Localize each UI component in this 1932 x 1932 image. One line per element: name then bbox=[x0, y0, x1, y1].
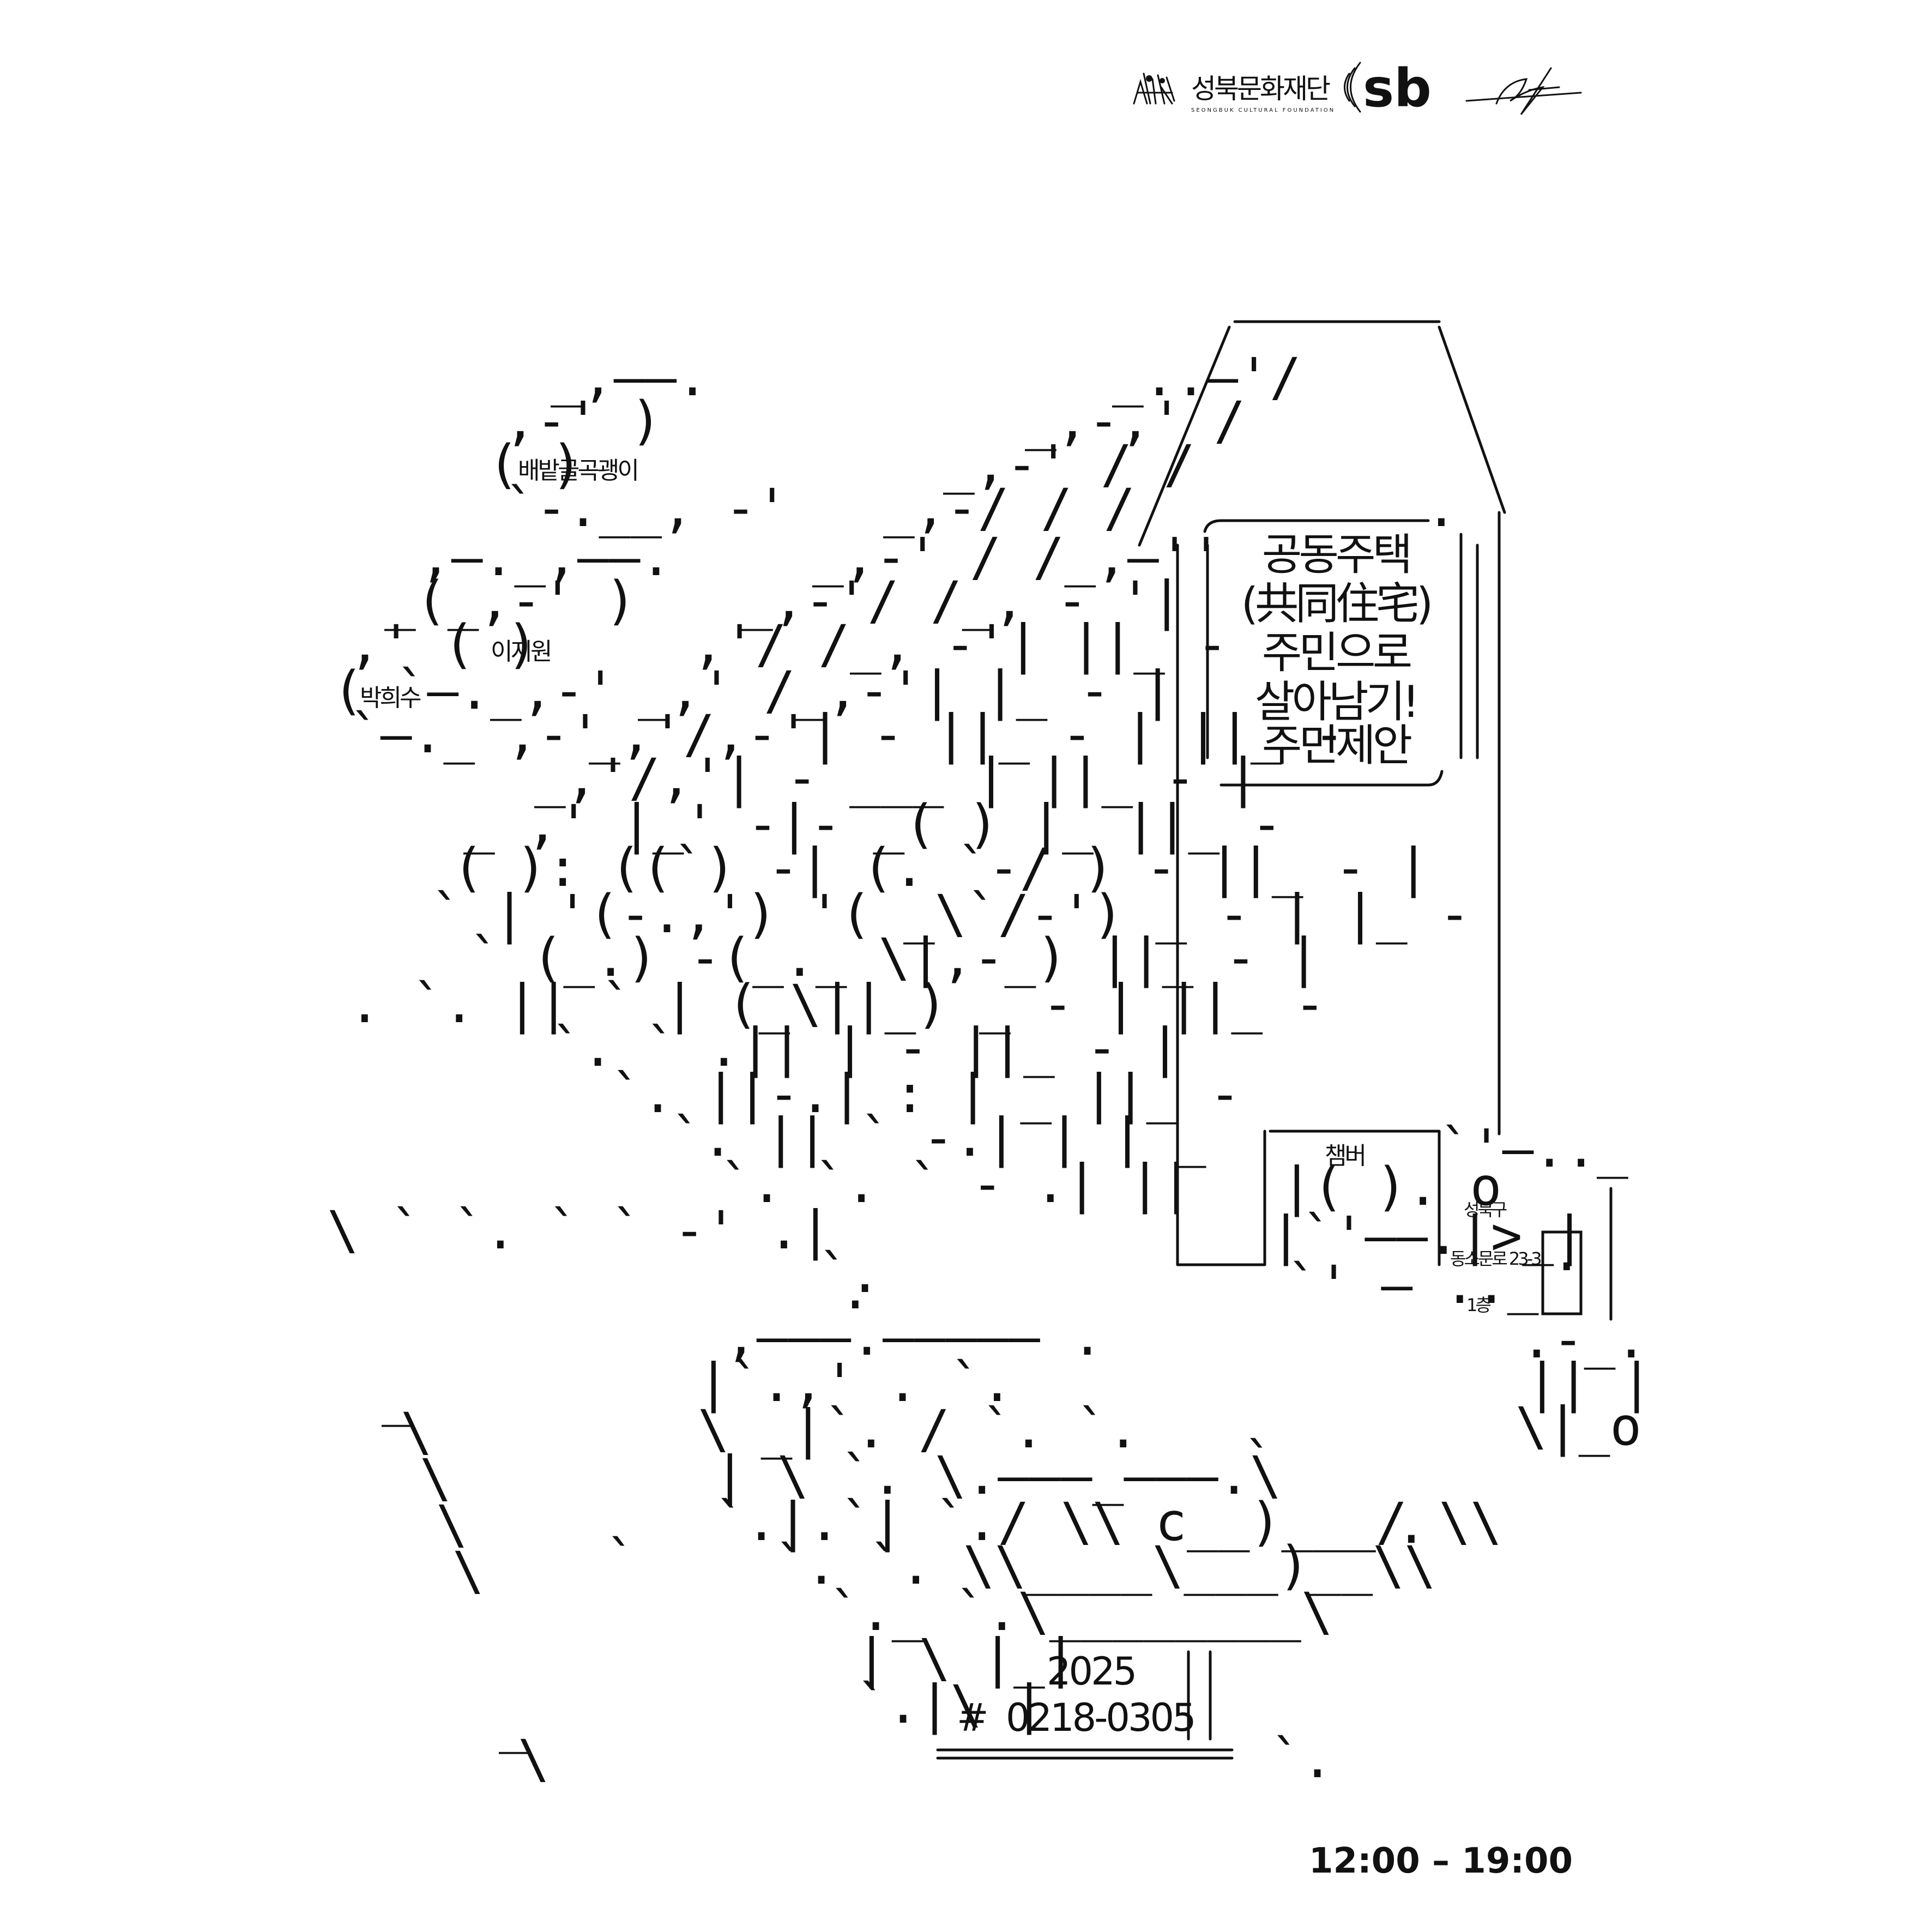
title-panel: . 공동주택 (共同住宅) 주민으로 살아남기! 주민제안 bbox=[1203, 478, 1463, 787]
svg-text:`: ` bbox=[605, 1530, 637, 1591]
svg-text:_..—'/: _..—'/ bbox=[1112, 347, 1301, 408]
svg-text:_,'/,-'| - ||_ - | ||_ -: _,'/,-'| - ||_ - | ||_ - bbox=[589, 704, 1345, 765]
svg-text:`.|\ |: `.|\ | bbox=[856, 1674, 1045, 1736]
venue-floor: 1층 bbox=[1466, 1295, 1490, 1315]
signature-logo-icon bbox=[1465, 67, 1582, 115]
svg-text:\ ` `. ` `: \ ` `. ` ` -' .| bbox=[327, 1200, 831, 1261]
building-art: _..—'/ _,-,' / _,-' / / _,-/ / / _,-' / … bbox=[327, 320, 1506, 1321]
svg-text:`. || ` -.| | | _: `. || ` -.| | | _ bbox=[671, 1107, 1206, 1169]
title-line-1: 공동주택 bbox=[1262, 529, 1409, 580]
svg-text:` | '(-.,') '( _\`/-') _ - |: ` | '(-.,') '( _\`/-') _ - | |_ - bbox=[431, 884, 1470, 945]
svg-text:| \ |_|: | \ |_| bbox=[856, 1628, 1077, 1689]
venue-name: 챔버 bbox=[1325, 1142, 1365, 1170]
svg-text:_ ,' |_' -|- _( ) |_ ||_: _ ,' |_' -|- _( ) |_ ||_ - bbox=[463, 794, 1283, 855]
svg-text:_,' /_,-'| |_ - |: _,' /_,-'| |_ - | bbox=[638, 660, 1174, 722]
venue-district: 성북구 bbox=[1464, 1199, 1507, 1220]
svg-text:. `. || ` | (_\||_) _: . `. || ` | (_\||_) _ - | ||_ - bbox=[349, 974, 1326, 1035]
svg-text:_,-' / /_,—'': _,-' / /_,—'' bbox=[812, 527, 1222, 588]
svg-text:,-' ): ,-' ) bbox=[504, 390, 662, 451]
svg-text:_,-/ / /: _,-/ / / bbox=[883, 478, 1135, 539]
svg-text:,' ( ): ,' ( ) bbox=[349, 614, 538, 675]
svg-text:|( ). o: |( ). o bbox=[1281, 1156, 1502, 1218]
svg-text:|| |: || | bbox=[1526, 1353, 1652, 1414]
svg-text:\|_o: \|_o bbox=[1516, 1396, 1641, 1458]
cloud-label-3: 박희수 bbox=[360, 684, 421, 712]
cloud-label-2: 이지원 bbox=[491, 638, 550, 666]
svg-text:_: _ bbox=[382, 1366, 413, 1427]
svg-text:`. ` .|| | - ||_ - |: `. ` .|| | - ||_ - | bbox=[551, 1017, 1181, 1079]
foundation-name: 성북문화재단 bbox=[1191, 73, 1330, 105]
svg-text:`. `. ` - .| ||: `. `. ` - .| || bbox=[720, 1154, 1192, 1215]
svg-text:.: . bbox=[1426, 478, 1457, 539]
scattered-marks: _ \ \ \ \ ` ` . _ \ `. bbox=[382, 1366, 1427, 1790]
svg-text:.-_.: .-_. bbox=[1521, 1309, 1647, 1370]
svg-text:`' — .._: `' — .._ bbox=[1287, 1254, 1539, 1315]
svg-text:_,'/,'| - ___ | ||_ - |: _,'/,'| - ___ | ||_ - | bbox=[534, 747, 1259, 809]
foundation-sub: SEONGBUK CULTURAL FOUNDATION bbox=[1191, 107, 1335, 113]
svg-text:_(_,-' ): _(_,-' ) bbox=[384, 570, 636, 631]
title-line-3: 주민으로 bbox=[1262, 627, 1411, 678]
book-hash: # bbox=[957, 1695, 987, 1740]
svg-text:`'—.._: `'—.._ bbox=[1439, 1118, 1628, 1179]
svg-text:`-.__, -': `-.__, -' bbox=[504, 478, 788, 539]
sb-logo-icon: sb bbox=[1344, 58, 1432, 119]
svg-text:\: \ bbox=[452, 1541, 484, 1602]
svg-text:|`.,' . `.: |`.,' . `. bbox=[698, 1353, 1013, 1414]
svg-text:\: \ bbox=[420, 1448, 451, 1509]
book-year: 2025 bbox=[1047, 1649, 1135, 1694]
svg-text:`: ` bbox=[1243, 1432, 1275, 1493]
foundation-logo-icon bbox=[1133, 73, 1175, 105]
svg-text:.: . bbox=[840, 1260, 871, 1321]
svg-text:_,-'/ /_, - '|: _,-'/ /_, - '| bbox=[741, 570, 1182, 632]
svg-text:,———.————— .: ,———.————— . bbox=[725, 1306, 1103, 1367]
svg-text:( ): ( ) bbox=[488, 434, 582, 495]
svg-text:`._ `.\________\: `._ `.\________\ bbox=[829, 1581, 1333, 1643]
svg-text:`.|.`| `./ \\ c__)___/ \\: `.|.`| `./ \\ c__)___/ \\ bbox=[714, 1492, 1502, 1553]
svg-text:( ): ((`) -| (. `-/ ) - ||_: ( ): ((`) -| (. `-/ ) - ||_ - | bbox=[452, 837, 1429, 899]
svg-text:`.: `. bbox=[1270, 1729, 1333, 1790]
svg-text:.: . bbox=[1551, 1222, 1583, 1283]
svg-text:`. `. \\____\___)__\\: `. `. \\____\___)__\\ bbox=[774, 1535, 1436, 1596]
svg-text:_: _ bbox=[499, 1693, 530, 1754]
title-line-4: 살아남기! bbox=[1255, 677, 1416, 727]
cloud-label-1: 배밭골곡괭이 bbox=[518, 457, 637, 485]
svg-text:`. ||-.| : | _ ||_: `. ||-.| : | _ ||_ - bbox=[611, 1064, 1241, 1125]
svg-text:| \ `. \.———_———.\: | \ `. \.———_———.\ bbox=[714, 1445, 1281, 1507]
svg-text:,—._,——.: ,—._,——. bbox=[420, 527, 672, 588]
svg-text:_,-,' /: _,-,' / bbox=[1025, 390, 1246, 451]
book-dates: 0218-0305 bbox=[1006, 1695, 1194, 1740]
cloud-top: _,——. ,-' ) ( ) `-.__, -' 배밭골곡괭이 bbox=[488, 347, 788, 539]
svg-text:`.: `. bbox=[818, 1243, 881, 1305]
svg-text:\: \ bbox=[436, 1494, 468, 1555]
svg-text:( `—._,-': ( `—._,-' bbox=[333, 660, 616, 721]
book-art: ,———.————— . |`.,' . `. \ _|`. / `. `. |… bbox=[698, 1306, 1502, 1760]
svg-text:_,——.: _,——. bbox=[551, 347, 708, 408]
venue-sign: |( ). o |`'——.|>_| `'—.._ `' — .._ 챔버 성북… bbox=[1263, 1118, 1652, 1458]
svg-text:_,-' / /: _,-' / / bbox=[943, 434, 1195, 495]
opening-hours: 12:00 – 19:00 bbox=[1309, 1841, 1573, 1881]
cloud-middle: ,—._,——. _(_,-' ) ,' ( ) ( `—._,-' `—._ … bbox=[333, 527, 672, 765]
svg-text:\ _|`. / `. `.: \ _|`. / `. `. bbox=[698, 1399, 1139, 1460]
partner-logo-text: sb bbox=[1363, 58, 1432, 119]
title-line-5: 주민제안 bbox=[1262, 720, 1411, 771]
svg-text:.: . bbox=[1396, 1494, 1427, 1555]
title-line-2: (共同住宅) bbox=[1241, 578, 1430, 629]
svg-text:`—._ ,-': `—._ ,-' bbox=[349, 704, 601, 765]
svg-text:\: \ bbox=[401, 1402, 432, 1463]
header-logos: 성북문화재단 SEONGBUK CULTURAL FOUNDATION sb bbox=[1133, 58, 1582, 119]
venue-street: 동소문로 23-3 bbox=[1450, 1248, 1541, 1269]
svg-text:\: \ bbox=[518, 1729, 550, 1790]
svg-text:,'/ /_, -'| ||_ -: ,'/ /_, -'| ||_ - bbox=[692, 614, 1228, 675]
svg-text:|`'——.|>_|: |`'——.|>_| bbox=[1270, 1205, 1585, 1267]
